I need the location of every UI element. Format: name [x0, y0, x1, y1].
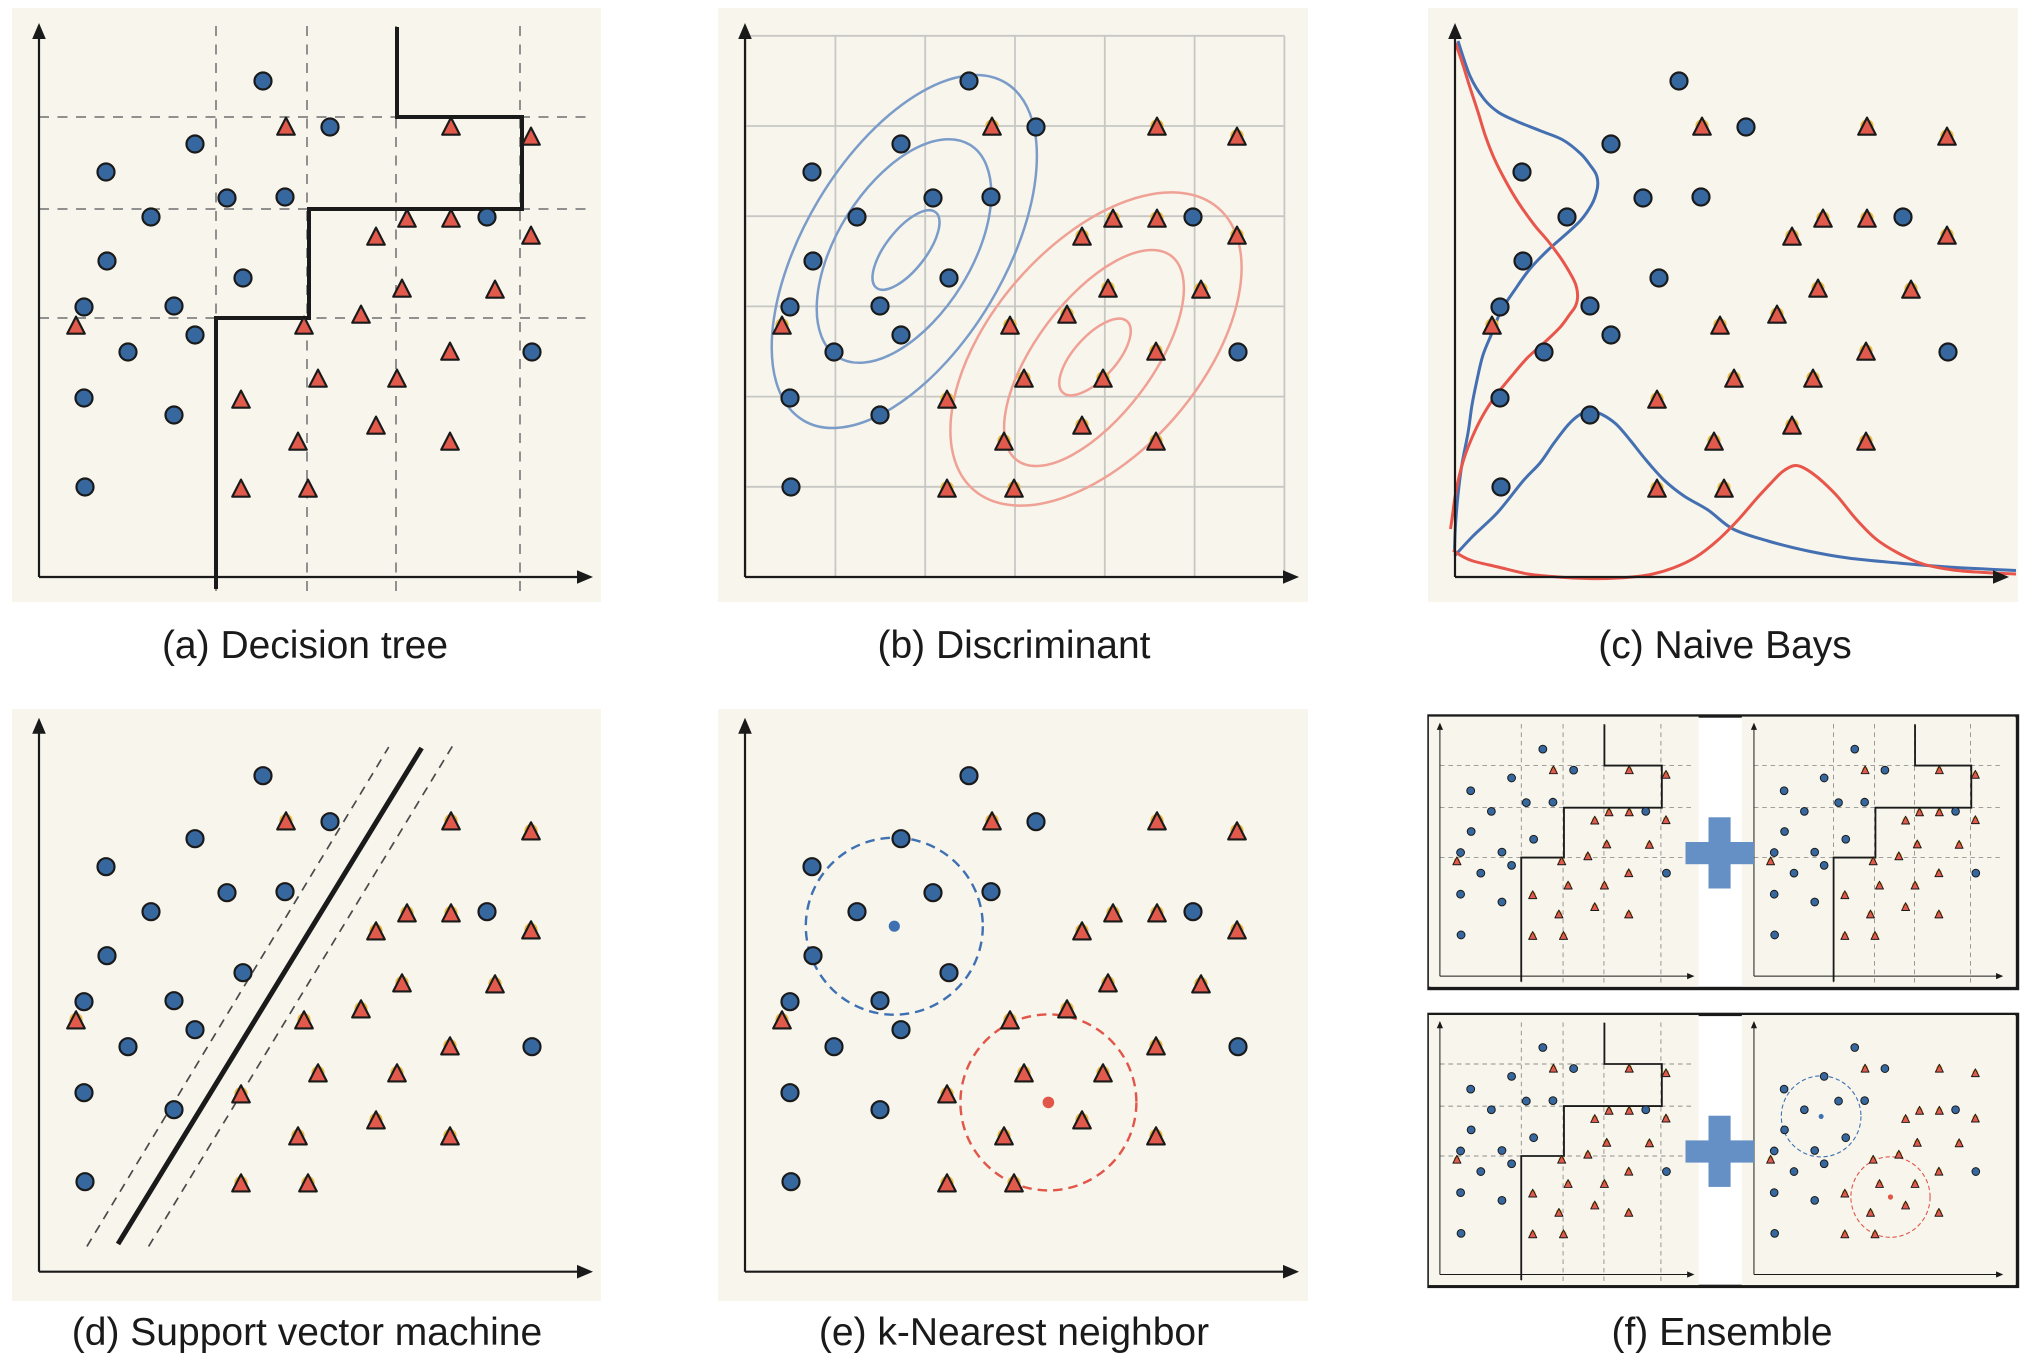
svg-text:(e) k-Nearest neighbor: (e) k-Nearest neighbor: [819, 1311, 1209, 1354]
svg-text:(b) Discriminant: (b) Discriminant: [877, 624, 1150, 667]
svg-text:(f) Ensemble: (f) Ensemble: [1611, 1311, 1832, 1354]
svg-text:(c) Naive Bays: (c) Naive Bays: [1598, 624, 1852, 667]
svg-text:(a) Decision tree: (a) Decision tree: [162, 624, 448, 667]
svg-text:(d) Support vector machine: (d) Support vector machine: [72, 1311, 542, 1354]
